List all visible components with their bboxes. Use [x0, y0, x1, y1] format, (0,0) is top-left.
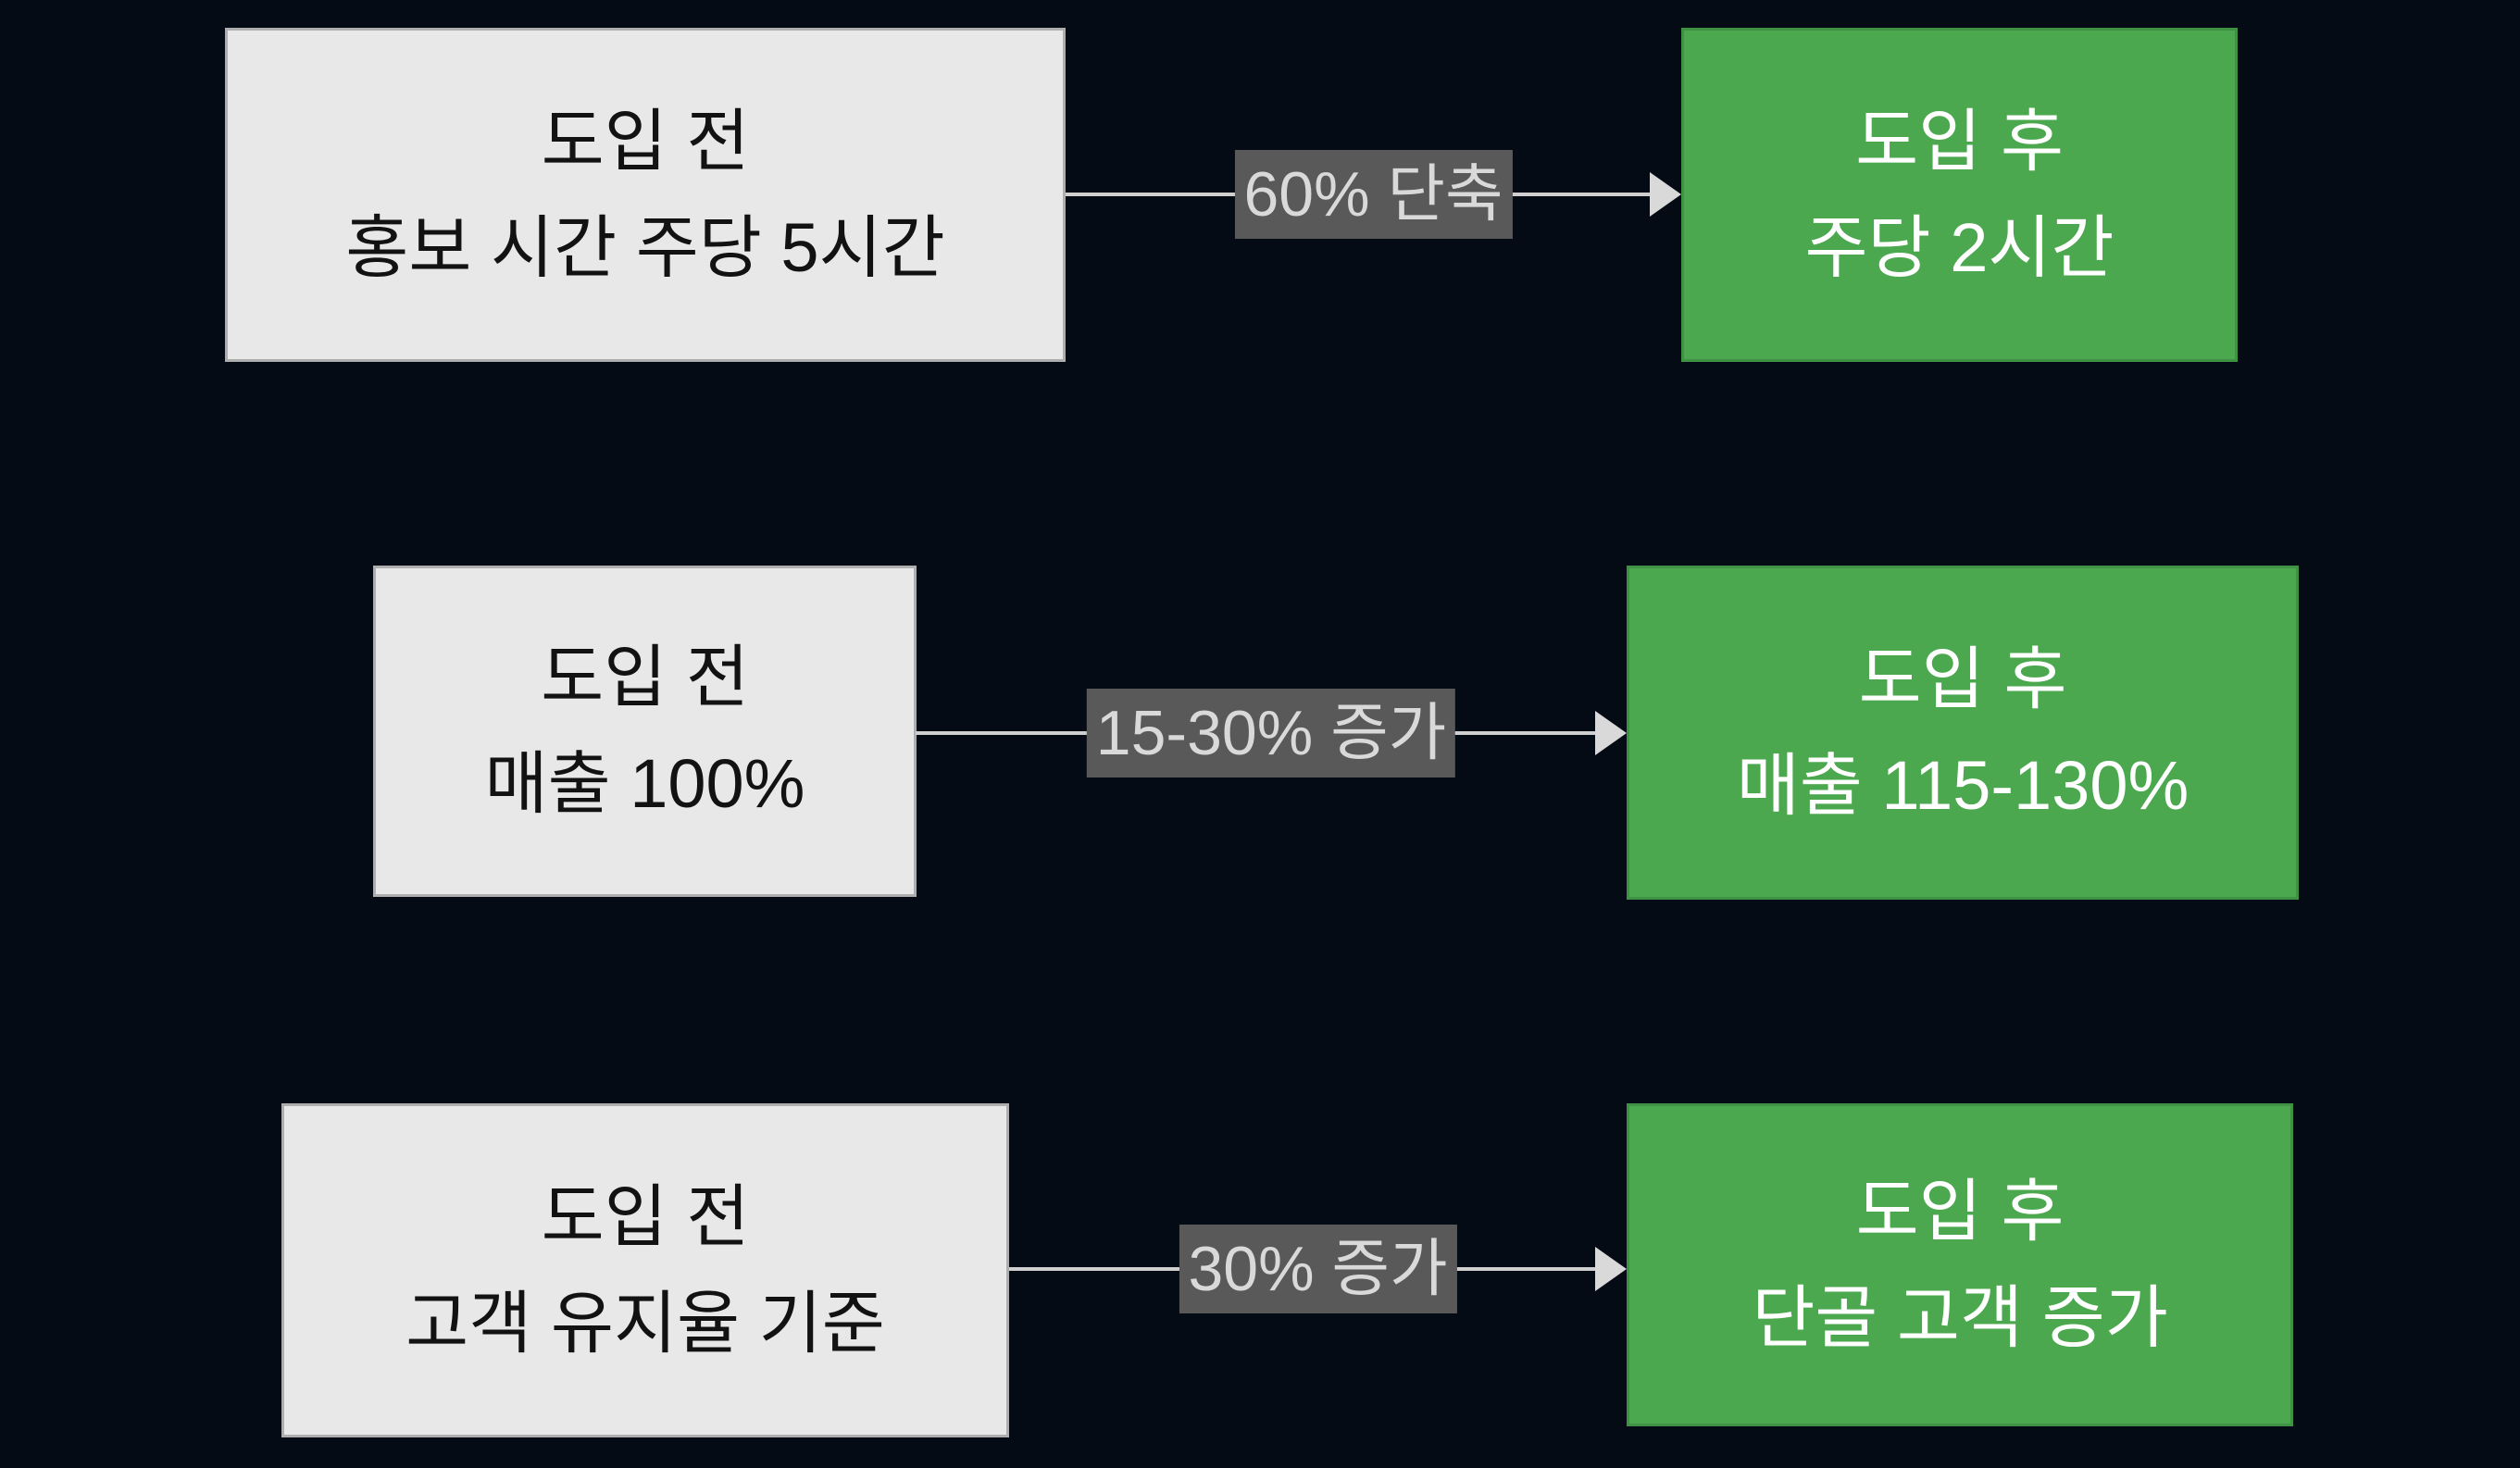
- after-box: 도입 후 주당 2시간: [1681, 28, 2238, 362]
- after-box: 도입 후 매출 115-130%: [1627, 566, 2299, 900]
- before-box: 도입 전 매출 100%: [373, 566, 917, 897]
- after-title: 도입 후: [1855, 102, 2064, 180]
- connector: 30% 증가: [1009, 1213, 1627, 1325]
- arrow-right-icon: [1650, 172, 1681, 217]
- before-box: 도입 전 고객 유지율 기준: [281, 1103, 1009, 1437]
- before-value: 홍보 시간 주당 5시간: [345, 208, 945, 286]
- arrow-right-icon: [1595, 1247, 1627, 1291]
- after-value: 매출 115-130%: [1736, 746, 2189, 824]
- change-label: 30% 증가: [1179, 1225, 1457, 1313]
- before-title: 도입 전: [541, 102, 750, 180]
- before-title: 도입 전: [541, 1177, 750, 1255]
- after-value: 주당 2시간: [1804, 208, 2115, 286]
- before-value: 고객 유지율 기준: [405, 1284, 885, 1362]
- after-value: 단골 고객 증가: [1752, 1278, 2168, 1356]
- after-title: 도입 후: [1855, 1172, 2065, 1250]
- before-box: 도입 전 홍보 시간 주당 5시간: [225, 28, 1066, 362]
- change-label: 15-30% 증가: [1086, 689, 1456, 778]
- before-value: 매출 100%: [484, 745, 805, 822]
- change-label: 60% 단축: [1234, 150, 1513, 239]
- arrow-right-icon: [1595, 711, 1627, 755]
- connector: 15-30% 증가: [916, 678, 1627, 789]
- after-title: 도입 후: [1858, 640, 2067, 717]
- before-title: 도입 전: [541, 639, 749, 716]
- after-box: 도입 후 단골 고객 증가: [1627, 1103, 2293, 1426]
- connector: 60% 단축: [1066, 139, 1681, 250]
